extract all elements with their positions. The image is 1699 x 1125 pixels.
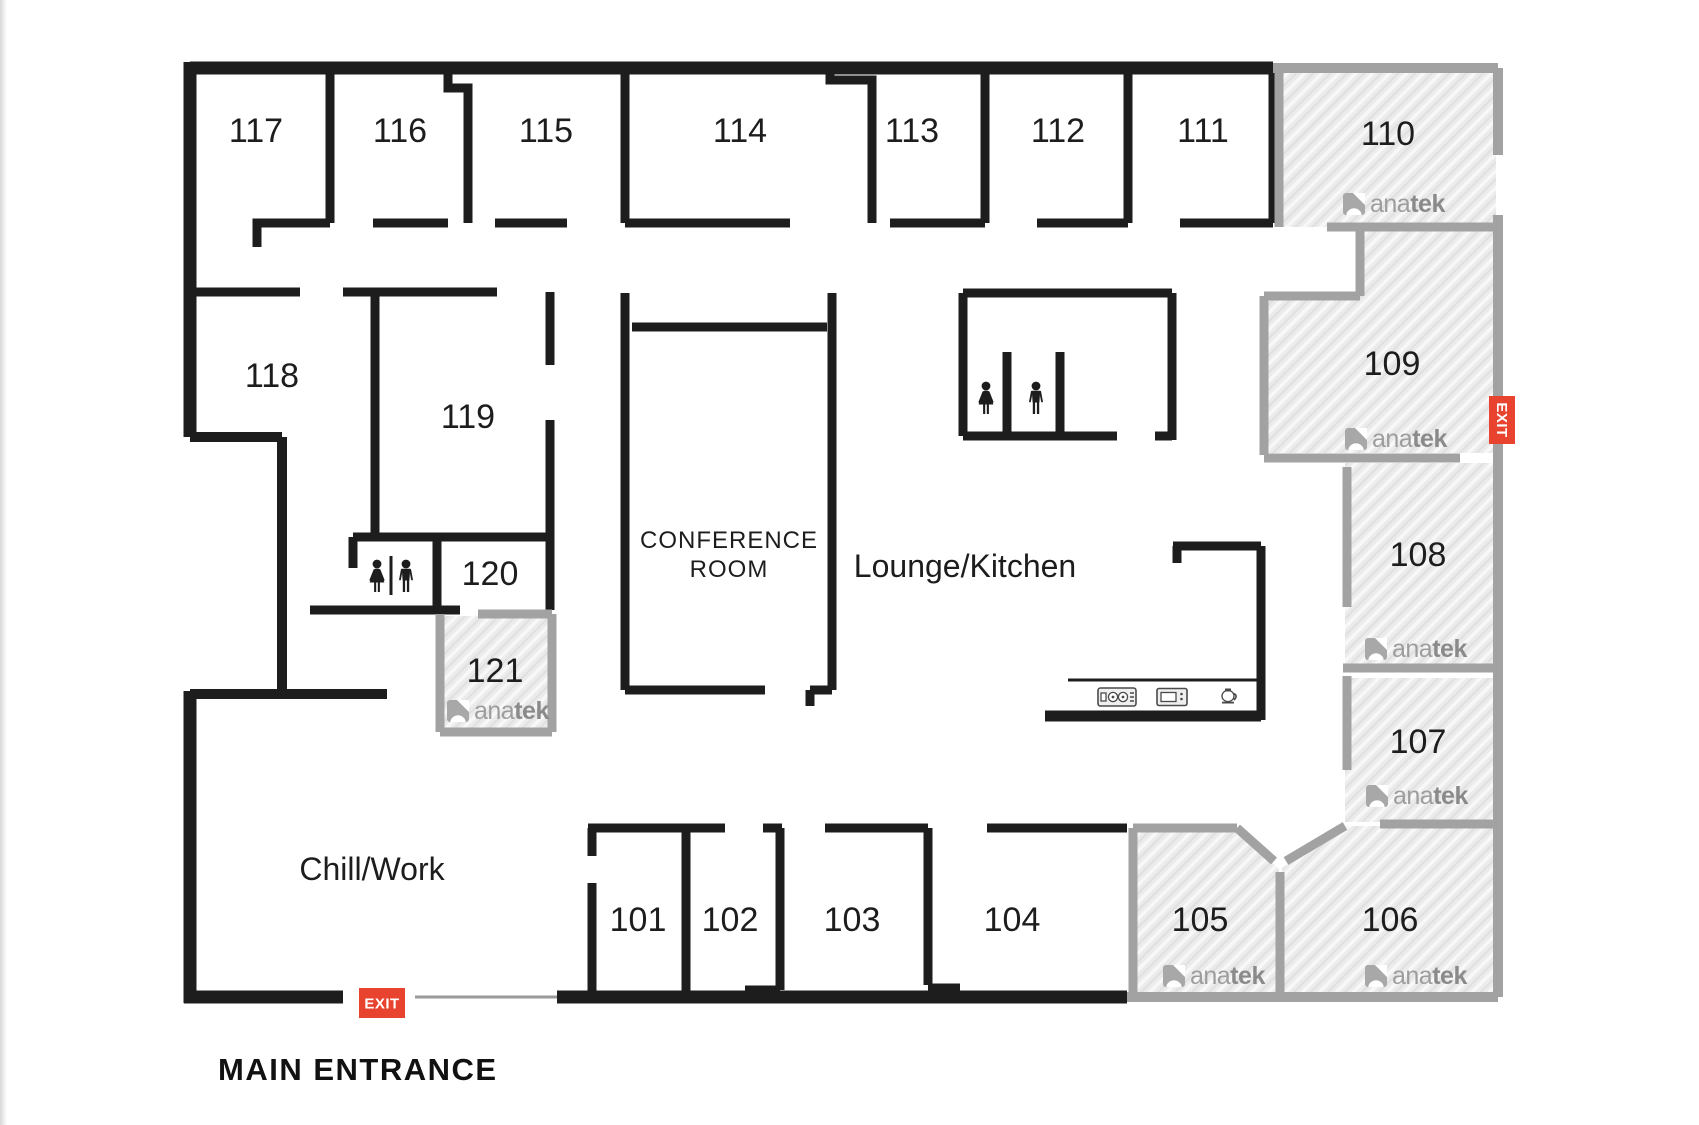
room-label-112: 112 (1031, 112, 1085, 150)
room-label-116: 116 (373, 112, 427, 150)
room-label-119: 119 (441, 398, 495, 436)
branded-room-fills (442, 70, 1496, 995)
room-label-113: 113 (885, 112, 939, 150)
room-labels: 117 116 115 114 113 112 111 110 118 119 … (229, 112, 1446, 939)
room-label-108: 108 (1390, 536, 1447, 574)
outer-walls-gray (1127, 63, 1503, 1002)
main-entrance-label: MAIN ENTRANCE (218, 1052, 498, 1087)
anatek-text-ana: ana (1370, 190, 1411, 218)
room-label-109: 109 (1364, 345, 1421, 383)
anatek-text-tek: tek (514, 697, 549, 725)
anatek-text-ana: ana (474, 697, 515, 725)
room-label-103: 103 (824, 901, 881, 939)
svg-text:anatek: anatek (1393, 782, 1468, 810)
exit-sign-text: EXIT (364, 996, 399, 1013)
outer-walls-black (183, 61, 1273, 1004)
anatek-logo-108: anatek (1365, 635, 1468, 663)
svg-text:anatek: anatek (1370, 190, 1445, 218)
svg-text:anatek: anatek (1392, 635, 1467, 663)
screenshot-left-edge-shade (0, 0, 7, 1125)
inner-walls-black (190, 68, 1278, 997)
room-label-101: 101 (610, 901, 667, 939)
anatek-text-tek: tek (1230, 962, 1265, 990)
anatek-mark-icon (447, 700, 469, 722)
conference-room-label-line2: ROOM (690, 556, 769, 583)
room-fill-110 (1279, 70, 1496, 227)
room-label-117: 117 (229, 112, 283, 150)
anatek-text-tek: tek (1412, 425, 1447, 453)
exit-signs: EXIT EXIT (359, 396, 1515, 1018)
inner-walls-gray (435, 68, 1498, 997)
room-fill-105 (1135, 830, 1279, 995)
anatek-text-tek: tek (1432, 962, 1467, 990)
woman-icon (368, 558, 386, 593)
anatek-logos: anatek anatek anatek anatek anatek anate… (447, 190, 1469, 990)
chill-work-label: Chill/Work (299, 851, 445, 887)
walls (183, 61, 1503, 1004)
svg-text:anatek: anatek (1392, 962, 1467, 990)
anatek-text-ana: ana (1392, 635, 1433, 663)
cooktop-icon (1097, 687, 1137, 707)
coffee-maker-icon (1221, 687, 1238, 704)
room-label-115: 115 (519, 112, 573, 150)
room-label-121: 121 (467, 652, 524, 690)
anatek-mark-icon (1366, 785, 1388, 807)
room-fill-106 (1282, 826, 1496, 995)
anatek-mark-icon (1343, 193, 1365, 215)
exit-sign-main-entrance: EXIT (359, 988, 405, 1018)
exit-sign-box (359, 988, 405, 1018)
exit-sign-text: EXIT (1493, 402, 1510, 437)
room-fill-108 (1345, 463, 1496, 668)
man-icon (399, 558, 413, 593)
anatek-logo-107: anatek (1366, 782, 1469, 810)
anatek-logo-106: anatek (1365, 962, 1468, 990)
anatek-text-tek: tek (1410, 190, 1445, 218)
anatek-text-tek: tek (1432, 635, 1467, 663)
anatek-logo-110: anatek (1343, 190, 1446, 218)
room-label-107: 107 (1390, 723, 1447, 761)
area-labels: CONFERENCE ROOM Lounge/Kitchen Chill/Wor… (218, 527, 1076, 1087)
exit-sign-side: EXIT (1489, 396, 1515, 444)
exit-sign-box (1489, 396, 1515, 444)
room-label-120: 120 (462, 555, 519, 593)
anatek-logo-105: anatek (1163, 962, 1266, 990)
svg-text:anatek: anatek (1190, 962, 1265, 990)
room-label-104: 104 (984, 901, 1041, 939)
woman-icon (977, 380, 995, 415)
lounge-kitchen-label: Lounge/Kitchen (854, 548, 1076, 584)
room-label-106: 106 (1362, 901, 1419, 939)
anatek-logo-121: anatek (447, 697, 550, 725)
anatek-mark-icon (1345, 428, 1367, 450)
room-label-105: 105 (1172, 901, 1229, 939)
anatek-mark-icon (1365, 638, 1387, 660)
room-label-102: 102 (702, 901, 759, 939)
anatek-text-tek: tek (1433, 782, 1468, 810)
room-label-118: 118 (245, 357, 299, 395)
anatek-text-ana: ana (1393, 782, 1434, 810)
left-inset-walls-black (190, 432, 387, 699)
conference-room-label-line1: CONFERENCE (640, 527, 818, 554)
kitchen-appliance-icons (1097, 687, 1238, 707)
svg-text:anatek: anatek (1372, 425, 1447, 453)
svg-text:anatek: anatek (474, 697, 549, 725)
anatek-text-ana: ana (1372, 425, 1413, 453)
anatek-text-ana: ana (1190, 962, 1231, 990)
room-label-110: 110 (1361, 115, 1415, 153)
room-label-114: 114 (713, 112, 767, 150)
anatek-text-ana: ana (1392, 962, 1433, 990)
man-icon (1029, 380, 1043, 415)
microwave-icon (1156, 687, 1188, 707)
anatek-mark-icon (1365, 965, 1387, 987)
room-label-111: 111 (1177, 112, 1229, 150)
anatek-mark-icon (1163, 965, 1185, 987)
room-fill-109 (1266, 229, 1496, 453)
anatek-logo-109: anatek (1345, 425, 1448, 453)
